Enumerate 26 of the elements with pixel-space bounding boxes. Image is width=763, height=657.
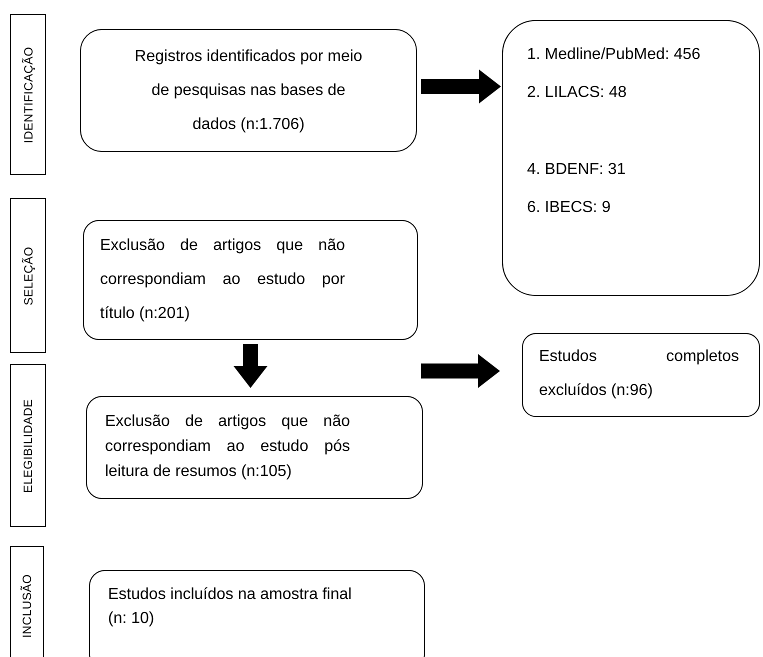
box-text: Registros identificados por meio de pesquisas nas bases de dados (n:1.706) [134,46,364,134]
database-count: 4. BDENF: 31 [527,160,627,179]
process-box [80,29,417,152]
database-list-box [502,20,760,296]
process-box [89,570,425,657]
block-arrow [421,354,500,388]
process-box [83,220,418,340]
stage-text: IDENTIFICAÇÃO [21,46,35,143]
stage-label [10,546,44,657]
stage-text: INCLUSÃO [20,574,34,638]
stage-label [10,14,46,175]
database-count: 2. LILACS: 48 [527,83,628,102]
box-text: Estudos incluídos na amostra final (n: 10) [108,585,353,629]
stage-text: SELEÇÃO [21,246,35,305]
block-arrow [421,70,501,104]
stage-label [10,364,46,527]
process-box [522,333,760,417]
block-arrow [234,344,268,388]
database-count: 1. Medline/PubMed: 456 [527,45,702,64]
database-count: 6. IBECS: 9 [527,198,612,217]
stage-label [10,198,46,353]
stage-text: ELEGIBILIDADE [21,398,35,492]
box-text: Exclusão de artigos que não correspondiam ao estudo por título (n:201) [100,236,345,324]
process-box [86,396,423,499]
box-text: Estudos completos excluídos (n:96) [539,347,739,401]
box-text: Exclusão de artigos que não correspondiam ao estudo pós leitura de resumos (n:105) [105,412,350,482]
